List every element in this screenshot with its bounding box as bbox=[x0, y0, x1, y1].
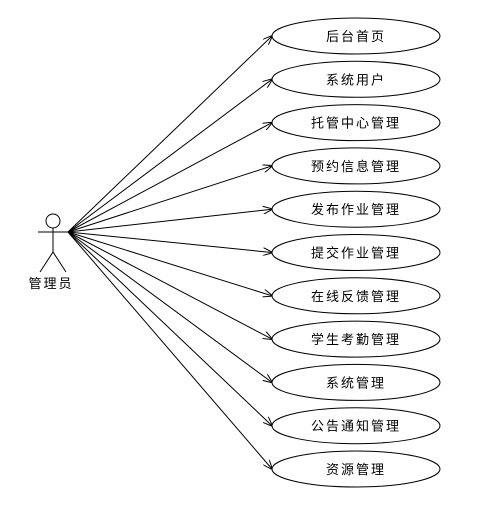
use-case-label: 在线反馈管理 bbox=[311, 290, 401, 305]
association-arrow bbox=[67, 231, 272, 426]
use-case-label: 后台首页 bbox=[326, 30, 386, 45]
actor-label: 管理员 bbox=[28, 277, 73, 292]
actor-right-leg bbox=[52, 251, 67, 273]
actor-head bbox=[45, 213, 61, 229]
use-case-label: 发布作业管理 bbox=[311, 202, 401, 218]
use-case: 提交作业管理 bbox=[271, 234, 441, 271]
use-case-ellipse bbox=[271, 234, 441, 271]
use-case-ellipse bbox=[271, 104, 441, 142]
use-case: 公告通知管理 bbox=[271, 407, 441, 445]
use-case-ellipse bbox=[271, 363, 441, 401]
association-arrow bbox=[67, 79, 272, 233]
use-cases: 后台首页系统用户托管中心管理预约信息管理发布作业管理提交作业管理在线反馈管理学生… bbox=[271, 17, 441, 488]
use-case-label: 预约信息管理 bbox=[311, 159, 401, 175]
use-case: 托管中心管理 bbox=[271, 104, 441, 142]
association-arrow bbox=[67, 36, 272, 233]
association-arrow bbox=[67, 231, 272, 469]
use-case-ellipse bbox=[271, 190, 441, 228]
use-case: 学生考勤管理 bbox=[271, 320, 441, 358]
use-case-label: 系统用户 bbox=[326, 72, 386, 88]
use-case-label: 系统管理 bbox=[326, 376, 386, 391]
use-case-ellipse bbox=[271, 450, 441, 488]
associations bbox=[67, 36, 272, 469]
use-case-ellipse bbox=[271, 147, 441, 185]
association-arrow bbox=[67, 123, 272, 233]
use-case-label: 提交作业管理 bbox=[311, 246, 401, 262]
actor-figure bbox=[38, 213, 68, 273]
use-case-label: 托管中心管理 bbox=[311, 117, 401, 132]
use-case: 在线反馈管理 bbox=[271, 277, 441, 315]
association-arrow bbox=[67, 166, 272, 233]
association-arrow bbox=[67, 209, 272, 233]
use-case-ellipse bbox=[271, 407, 441, 445]
use-case: 系统管理 bbox=[271, 363, 441, 401]
use-case-ellipse bbox=[271, 277, 441, 315]
association-arrow bbox=[67, 231, 272, 253]
use-case-label: 公告通知管理 bbox=[311, 419, 401, 435]
use-case: 预约信息管理 bbox=[271, 147, 441, 185]
association-arrow bbox=[67, 231, 272, 339]
use-case: 资源管理 bbox=[271, 450, 441, 488]
association-arrow bbox=[67, 231, 272, 296]
use-case-label: 学生考勤管理 bbox=[311, 332, 401, 348]
use-case-ellipse bbox=[271, 60, 441, 98]
use-case-ellipse bbox=[271, 320, 441, 358]
use-case: 发布作业管理 bbox=[271, 190, 441, 228]
actor-left-leg bbox=[39, 251, 54, 273]
use-case-label: 资源管理 bbox=[326, 463, 386, 478]
use-case: 系统用户 bbox=[271, 60, 441, 98]
use-case: 后台首页 bbox=[271, 17, 441, 55]
association-arrow bbox=[67, 231, 272, 382]
use-case-ellipse bbox=[271, 17, 441, 55]
